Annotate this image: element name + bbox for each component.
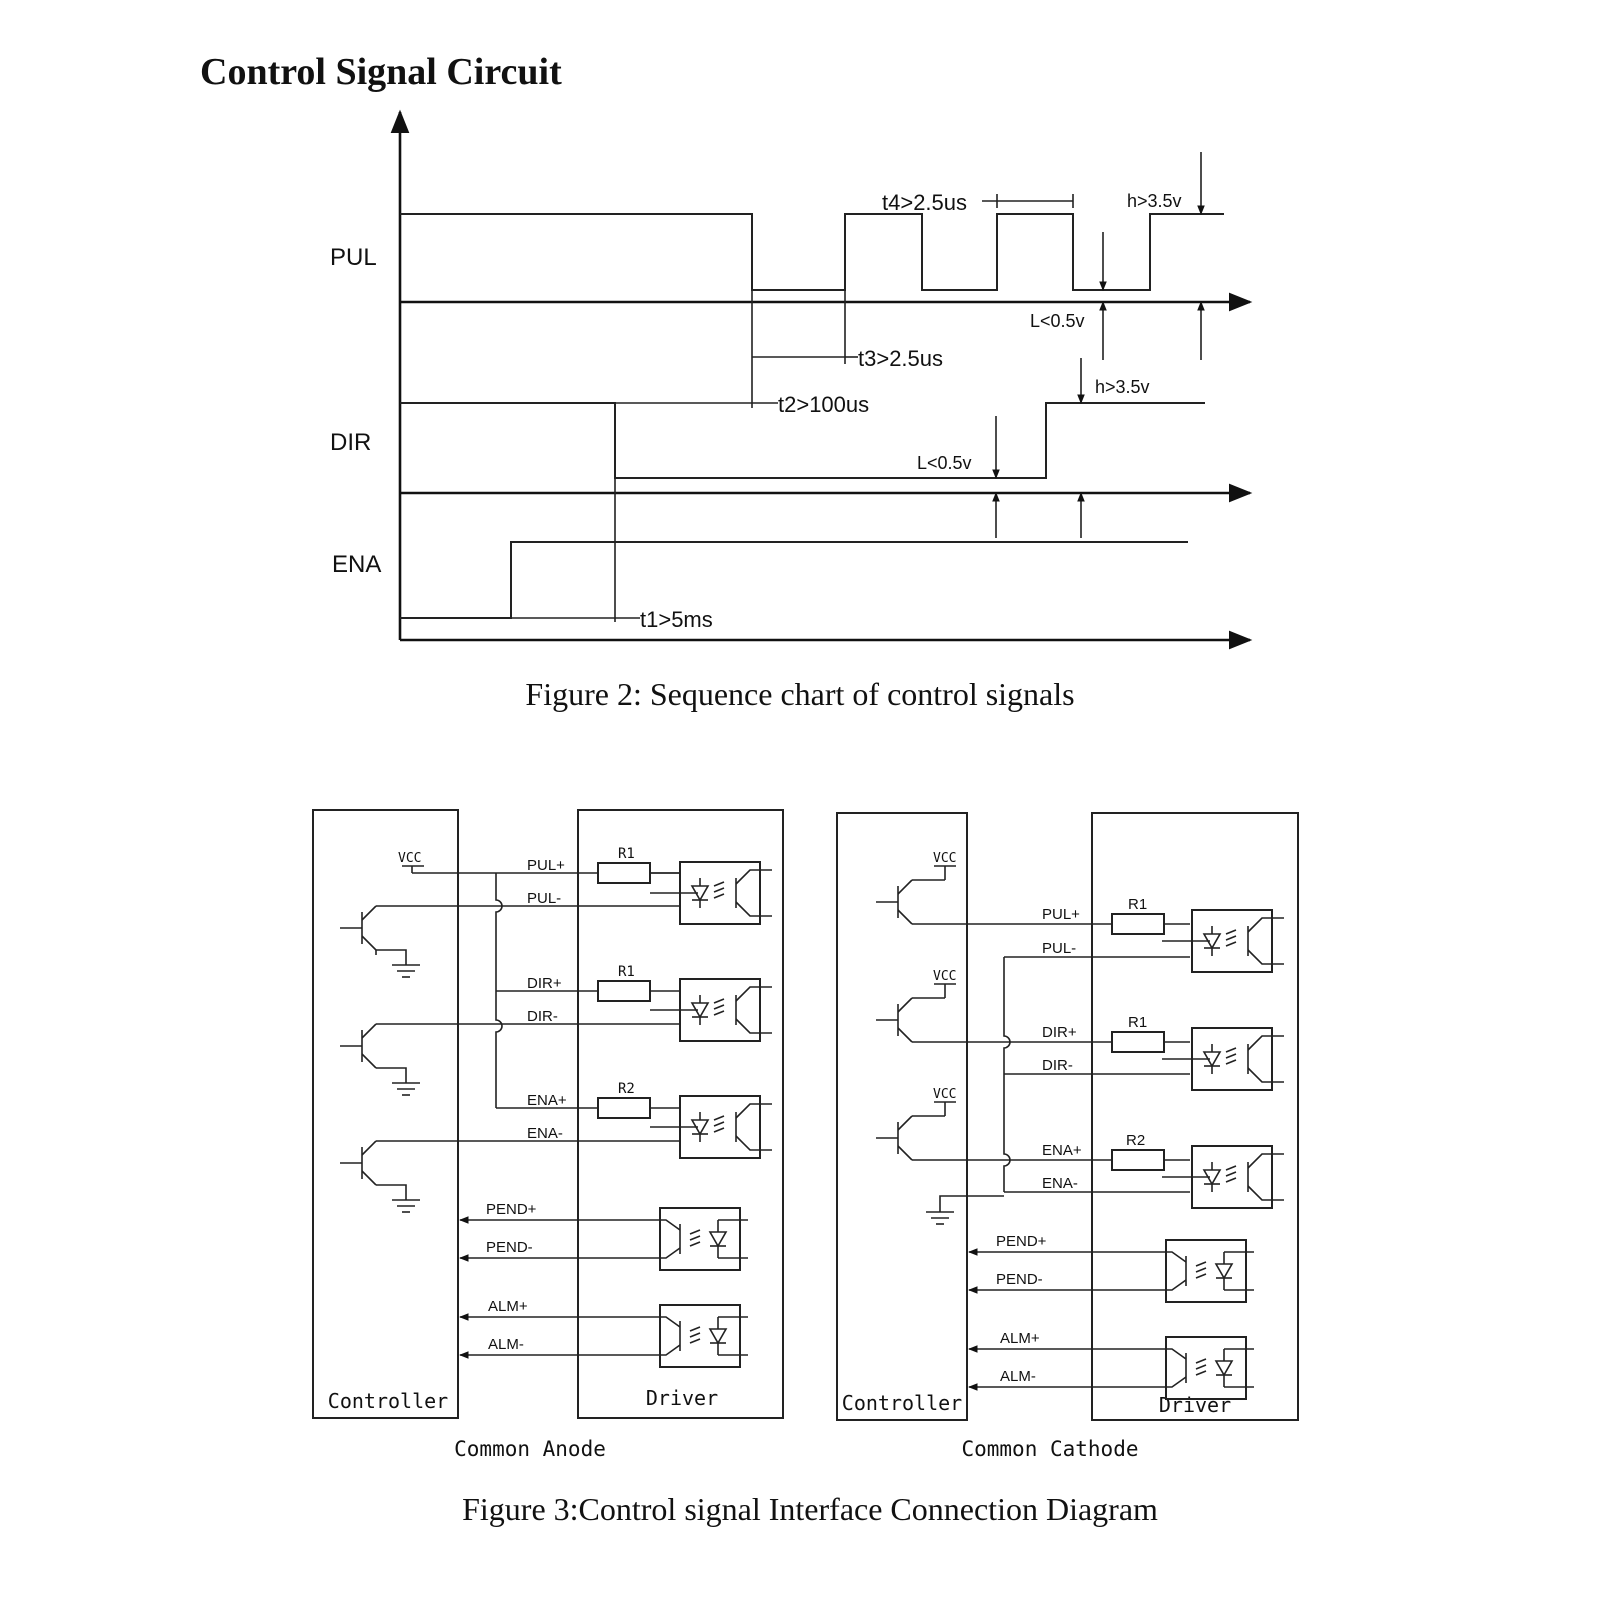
- sequence-chart: PUL DIR ENA t3>2.5us t2>100us t1>5ms t4>…: [330, 109, 1253, 650]
- cathode-resistor-dir: R1: [1128, 1014, 1147, 1031]
- dir-waveform: [400, 402, 1205, 479]
- signal-label-ena: ENA: [332, 551, 381, 578]
- common-anode-diagram: Controller Driver Common Anode VCC R1 R1…: [312, 809, 784, 1461]
- anode-alm-plus: ALM+: [488, 1298, 528, 1315]
- anode-resistor-ena: R2: [618, 1081, 635, 1097]
- cathode-controller-box: [836, 812, 968, 1421]
- cathode-resistor-ena: R2: [1126, 1132, 1145, 1149]
- dir-low-level-label: L<0.5v: [917, 453, 972, 473]
- cathode-vcc-label-1: VCC: [933, 851, 956, 866]
- anode-ena-minus: ENA-: [527, 1125, 563, 1142]
- cathode-controller-label: Controller: [842, 1391, 962, 1415]
- figure2-caption: Figure 2: Sequence chart of control sign…: [525, 676, 1074, 712]
- timing-t3-label: t3>2.5us: [858, 346, 943, 371]
- signal-label-dir: DIR: [330, 429, 371, 456]
- anode-pul-plus: PUL+: [527, 857, 565, 874]
- cathode-driver-box: [1091, 812, 1299, 1421]
- anode-driver-label: Driver: [646, 1386, 718, 1410]
- cathode-vcc-label-3: VCC: [933, 1087, 956, 1102]
- cathode-vcc-label-2: VCC: [933, 969, 956, 984]
- cathode-pul-minus: PUL-: [1042, 940, 1076, 957]
- anode-pul-minus: PUL-: [527, 890, 561, 907]
- anode-controller-label: Controller: [328, 1389, 448, 1413]
- cathode-pend-minus: PEND-: [996, 1271, 1043, 1288]
- cathode-ena-minus: ENA-: [1042, 1175, 1078, 1192]
- cathode-dir-minus: DIR-: [1042, 1057, 1073, 1074]
- cathode-driver-label: Driver: [1159, 1393, 1231, 1417]
- anode-pend-minus: PEND-: [486, 1239, 533, 1256]
- section-title: Control Signal Circuit: [200, 51, 562, 93]
- timing-t1-label: t1>5ms: [640, 607, 713, 632]
- pul-waveform: [400, 213, 1224, 291]
- timing-t4-label: t4>2.5us: [882, 190, 967, 215]
- cathode-alm-plus: ALM+: [1000, 1330, 1040, 1347]
- anode-controller-box: [312, 809, 459, 1419]
- cathode-dir-plus: DIR+: [1042, 1024, 1077, 1041]
- anode-ena-plus: ENA+: [527, 1092, 567, 1109]
- anode-driver-box: [577, 809, 784, 1419]
- cathode-caption: Common Cathode: [961, 1437, 1138, 1461]
- anode-alm-minus: ALM-: [488, 1336, 524, 1353]
- anode-pend-plus: PEND+: [486, 1201, 537, 1218]
- cathode-ena-plus: ENA+: [1042, 1142, 1082, 1159]
- anode-dir-minus: DIR-: [527, 1008, 558, 1025]
- pul-high-level-label: h>3.5v: [1127, 191, 1182, 211]
- pul-low-level-label: L<0.5v: [1030, 311, 1085, 331]
- anode-caption: Common Anode: [454, 1437, 606, 1461]
- anode-resistor-pul: R1: [618, 846, 635, 862]
- anode-dir-plus: DIR+: [527, 975, 562, 992]
- cathode-pend-plus: PEND+: [996, 1233, 1047, 1250]
- anode-vcc-label: VCC: [398, 851, 421, 866]
- anode-resistor-dir: R1: [618, 964, 635, 980]
- cathode-alm-minus: ALM-: [1000, 1368, 1036, 1385]
- cathode-resistor-pul: R1: [1128, 896, 1147, 913]
- signal-label-pul: PUL: [330, 244, 377, 271]
- figure3-caption: Figure 3:Control signal Interface Connec…: [462, 1491, 1158, 1527]
- dir-high-level-label: h>3.5v: [1095, 377, 1150, 397]
- timing-t2-label: t2>100us: [778, 392, 869, 417]
- ena-waveform: [400, 541, 1188, 619]
- common-cathode-diagram: Controller Driver Common Cathode VCC VCC…: [836, 812, 1299, 1461]
- cathode-pul-plus: PUL+: [1042, 906, 1080, 923]
